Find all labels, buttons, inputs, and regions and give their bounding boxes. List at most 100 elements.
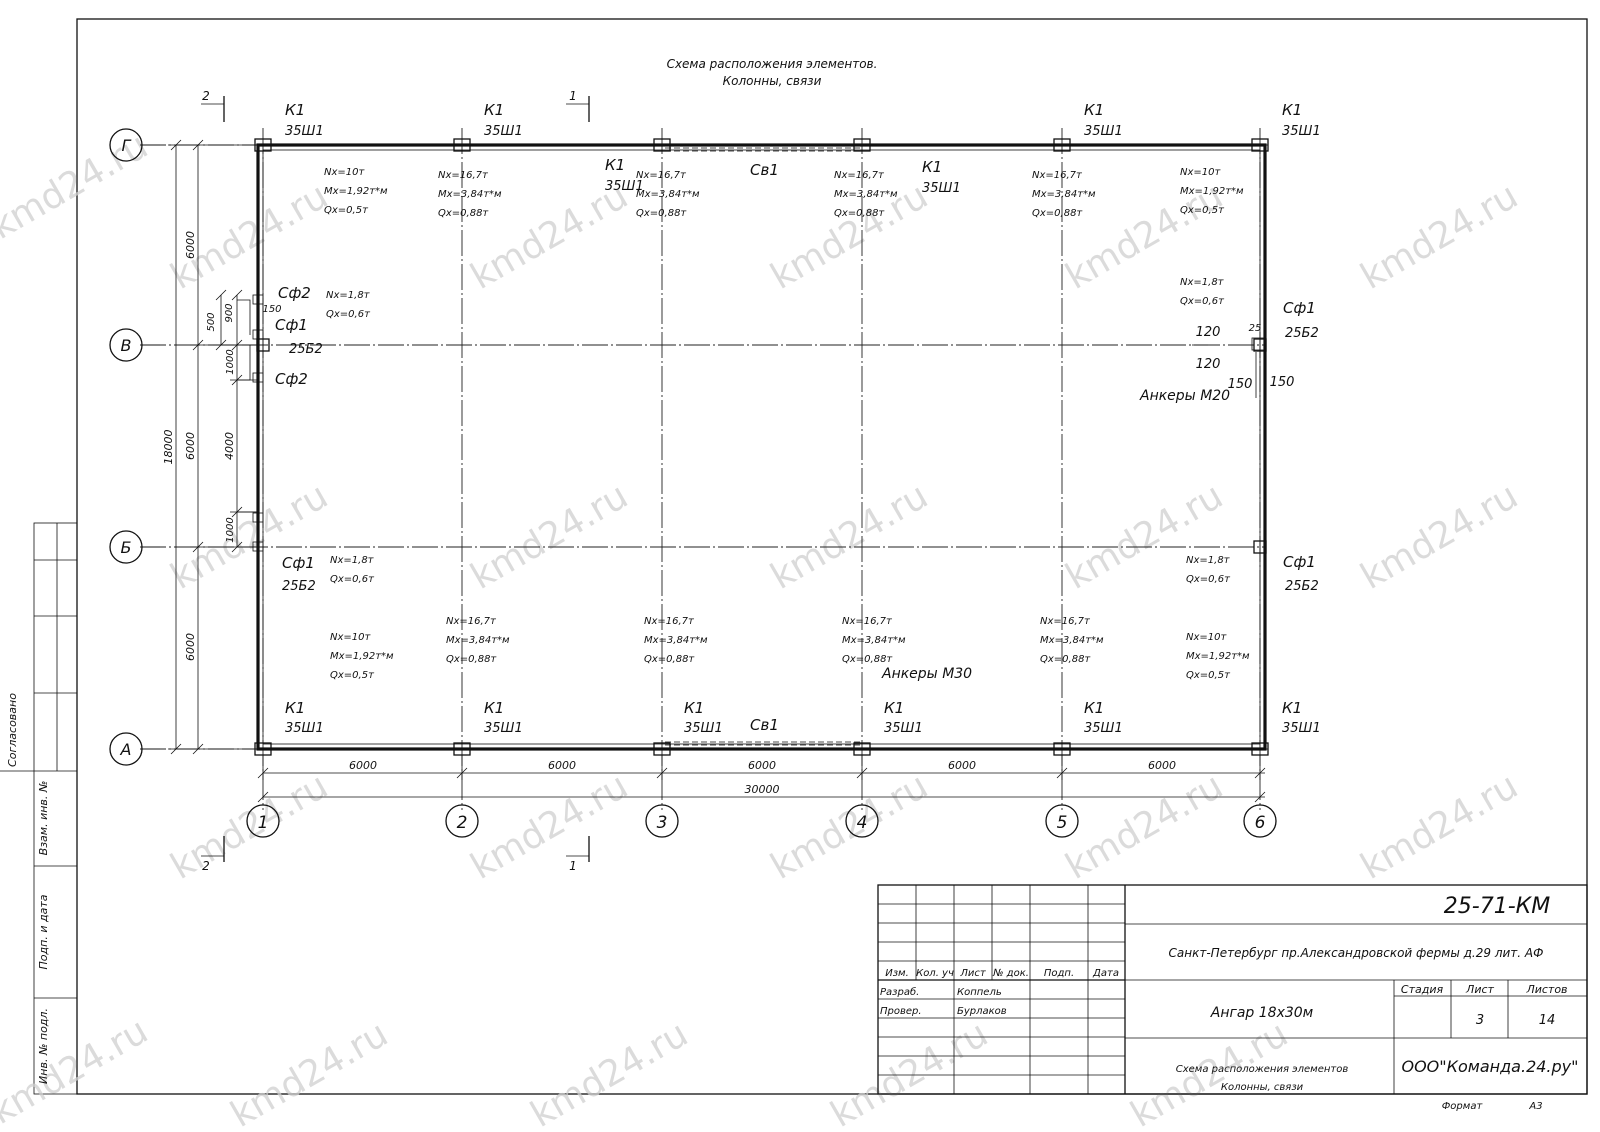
column-mark-k1: К1	[605, 156, 625, 174]
column-mark-k1: К1	[1084, 101, 1104, 119]
column-profile-sf: 25Б2	[1285, 326, 1319, 341]
razrab-name: Коппель	[957, 987, 1002, 998]
load-middle: Mx=3,84т*м	[834, 189, 898, 200]
dimension-1000: 1000	[225, 517, 236, 542]
axis-bubble-2: 2	[445, 804, 479, 838]
brace-mark-sv1: Св1	[750, 716, 779, 734]
column-profile: 35Ш1	[1084, 721, 1123, 736]
dimension-bay: 6000	[548, 759, 576, 772]
load-middle: Qx=0,88т	[842, 654, 893, 665]
column-profile: 35Ш1	[1282, 124, 1321, 139]
building-outline	[256, 143, 1267, 751]
column-profile: 35Ш1	[285, 124, 324, 139]
column-mark-k1: К1	[1282, 101, 1302, 119]
load-wind: Nx=1,8т	[1180, 277, 1225, 288]
column-profile: 35Ш1	[484, 721, 523, 736]
col-izm: Изм.	[885, 968, 909, 979]
prover-name: Бурлаков	[957, 1006, 1007, 1017]
axis-number-label: 1	[258, 813, 269, 833]
listov-label: Листов	[1525, 983, 1567, 996]
dimension-900: 900	[224, 303, 235, 322]
load-wind: Qx=0,6т	[330, 574, 375, 585]
axis-bubble-3: 3	[645, 804, 679, 838]
load-corner: Mx=1,92т*м	[1186, 651, 1250, 662]
load-middle: Mx=3,84т*м	[644, 635, 708, 646]
load-middle: Nx=16,7т	[438, 170, 489, 181]
watermark-layer: kmd24.ru kmd24.ru kmd24.ru kmd24.ru kmd24.ru…	[0, 125, 1525, 1132]
axis-bubble-letter: Г	[109, 128, 160, 162]
drawing-subtitle: Колонны, связи	[723, 74, 822, 88]
load-middle: Qx=0,88т	[644, 654, 695, 665]
load-corner: Mx=1,92т*м	[330, 651, 394, 662]
column-mark-k1: К1	[884, 699, 904, 717]
stamp-inv-replace: Взам. инв. №	[37, 781, 50, 856]
axis-bubble-letter: А	[109, 732, 160, 766]
project-code: 25-71-КМ	[1444, 894, 1550, 919]
load-corner: Nx=10т	[330, 632, 372, 643]
sheet-title-line2: Колонны, связи	[1221, 1082, 1304, 1093]
watermark-text: kmd24.ru	[1354, 475, 1525, 597]
dimension-150: 150	[1228, 377, 1253, 392]
axis-letter-label: В	[121, 336, 132, 355]
col-data: Дата	[1092, 968, 1119, 979]
col-podp: Подп.	[1044, 968, 1074, 979]
object-name: Ангар 18х30м	[1210, 1005, 1314, 1021]
binding-strip	[33, 522, 78, 1095]
column-mark-k1: К1	[1084, 699, 1104, 717]
load-middle: Mx=3,84т*м	[438, 189, 502, 200]
load-corner: Mx=1,92т*м	[324, 186, 388, 197]
load-middle: Mx=3,84т*м	[446, 635, 510, 646]
load-middle: Nx=16,7т	[446, 616, 497, 627]
section-mark-1-top: 1	[569, 89, 577, 103]
load-middle: Mx=3,84т*м	[1032, 189, 1096, 200]
column-mark-sf2: Сф2	[278, 284, 311, 302]
format-label: Формат	[1442, 1101, 1484, 1112]
axis-bubble-5: 5	[1045, 804, 1079, 838]
project-address: Санкт-Петербург пр.Александровской фермы…	[1169, 946, 1544, 960]
wall-bracing-left	[213, 294, 1267, 552]
watermark-text: kmd24.ru	[464, 475, 635, 597]
title-block	[877, 884, 1588, 1095]
section-mark-2-bottom: 2	[202, 859, 210, 873]
dimension-500: 500	[206, 312, 217, 331]
sheet-title-line1: Схема расположения элементов	[1176, 1064, 1349, 1075]
column-profile: 35Ш1	[884, 721, 923, 736]
list-number: 3	[1476, 1013, 1484, 1028]
brace-mark-sv1: Св1	[750, 161, 779, 179]
column-mark-k1: К1	[922, 158, 942, 176]
col-doc-num: № док.	[992, 968, 1029, 979]
axis-bubble-letter: Б	[109, 530, 160, 564]
col-list: Лист	[959, 968, 987, 979]
col-kol-uch: Кол. уч	[916, 968, 954, 979]
load-corner: Qx=0,5т	[324, 205, 369, 216]
watermark-text: kmd24.ru	[224, 1013, 395, 1132]
load-middle: Qx=0,88т	[1040, 654, 1091, 665]
column-mark-sf1: Сф1	[1283, 553, 1316, 571]
load-middle: Qx=0,88т	[438, 208, 489, 219]
section-marks	[201, 96, 590, 862]
load-wind: Nx=1,8т	[1186, 555, 1231, 566]
row-razrab: Разраб.	[880, 986, 919, 998]
column-mark-sf2: Сф2	[275, 370, 308, 388]
axis-bubble-6: 6	[1243, 804, 1277, 838]
dimension-1000: 1000	[225, 349, 236, 374]
dimension-25: 25	[1249, 323, 1262, 334]
load-middle: Nx=16,7т	[1032, 170, 1083, 181]
watermark-text: kmd24.ru	[464, 765, 635, 887]
dimension-ticks	[170, 139, 1266, 803]
row-prover: Провер.	[880, 1006, 922, 1017]
load-wind: Qx=0,6т	[1180, 296, 1225, 307]
load-middle: Nx=16,7т	[834, 170, 885, 181]
column-profile-sf: 25Б2	[1285, 579, 1319, 594]
watermark-text: kmd24.ru	[1059, 765, 1230, 887]
column-profile-sf: 25Б2	[282, 579, 316, 594]
column-mark-k1: К1	[484, 699, 504, 717]
dimension-total-width: 18000	[162, 430, 175, 465]
side-stamp	[0, 523, 77, 999]
column-mark-sf1: Сф1	[282, 554, 315, 572]
section-mark-1-bottom: 1	[569, 859, 577, 873]
column-mark-sf1: Сф1	[1283, 299, 1316, 317]
watermark-text: kmd24.ru	[1354, 765, 1525, 887]
axis-bubble-1: 1	[246, 804, 280, 838]
